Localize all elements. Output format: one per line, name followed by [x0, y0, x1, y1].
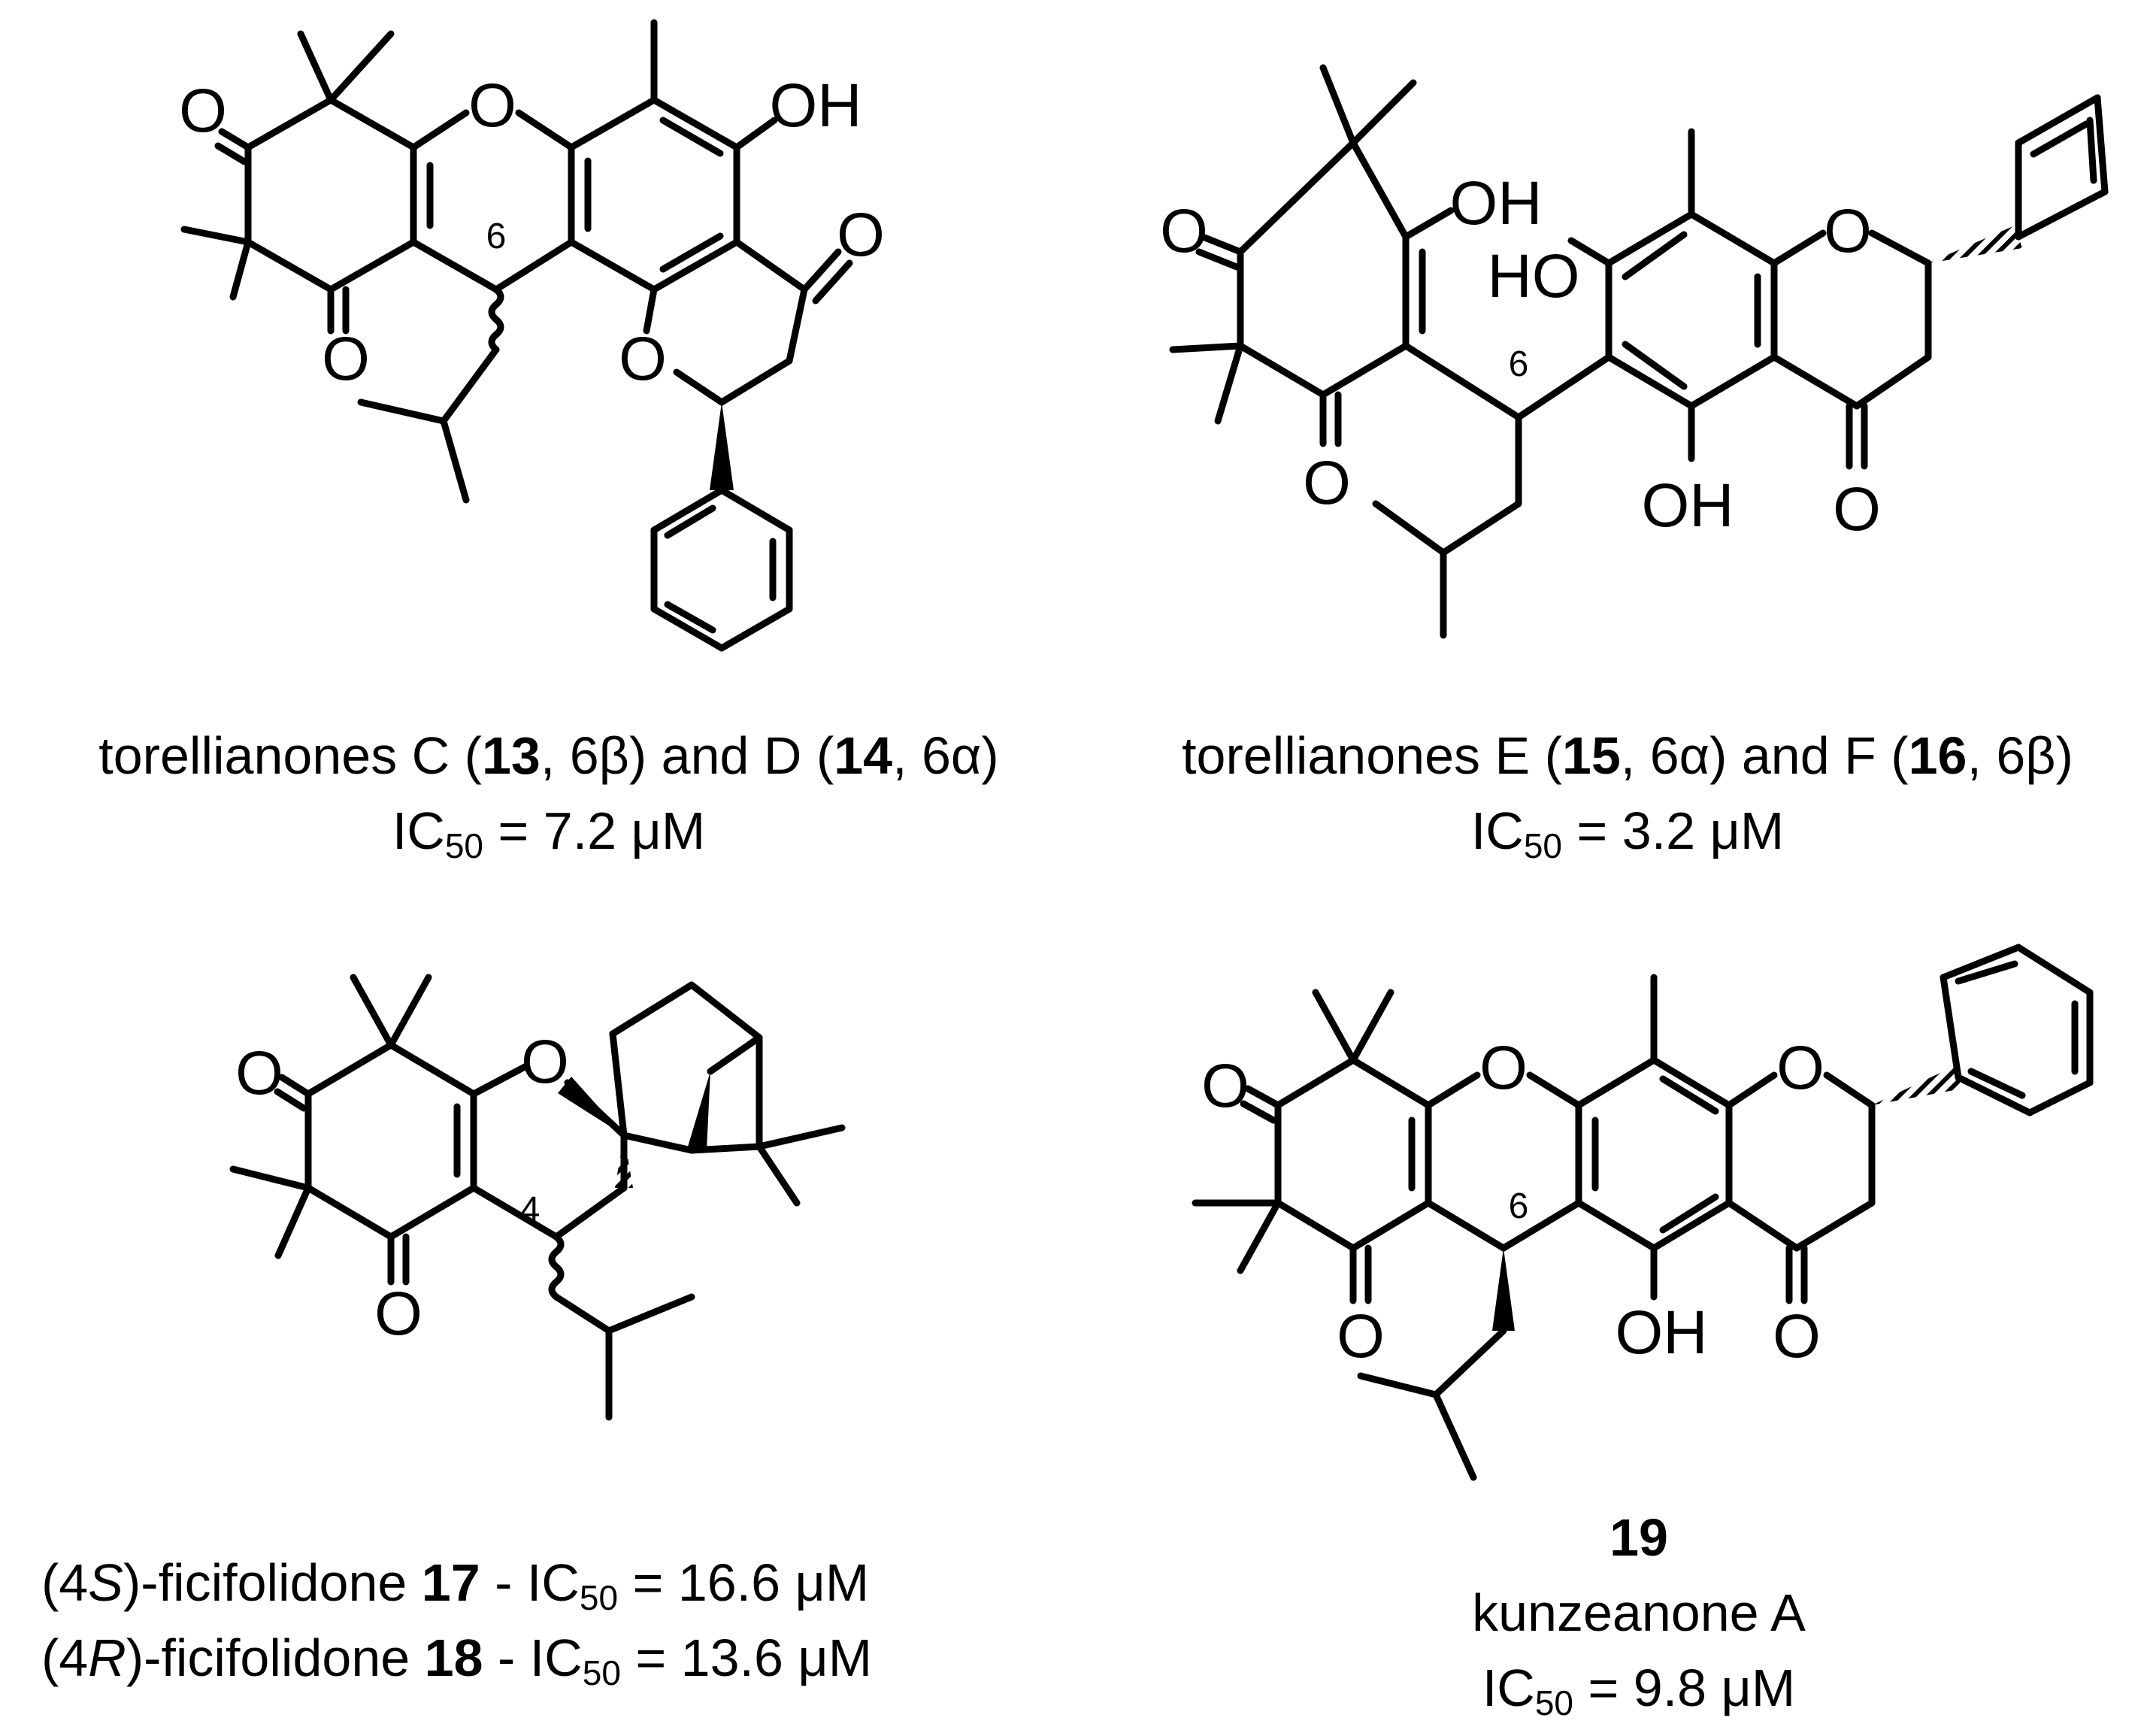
compound-number-15: 15 [1561, 726, 1621, 785]
compound-number-17: 17 [421, 1553, 480, 1612]
caption-19-ic50: IC50 = 9.8 μM [1482, 1659, 1796, 1722]
atom-o-top: O [468, 71, 516, 140]
locant-4: 4 [520, 1190, 541, 1230]
caption-19: 19 kunzeanone A IC50 = 9.8 μM [1278, 1500, 2000, 1725]
caption-15-16-ic50: IC50 = 3.2 μM [1470, 801, 1785, 865]
atom-o-ketone-bottom: O [322, 325, 370, 393]
atom-o-ring: O [1824, 197, 1872, 265]
caption-15-16: torellianones E (15, 6α) and F (16, 6β) … [1105, 718, 2150, 868]
atom-o-ketone-bottom: O [374, 1280, 422, 1348]
structure-17-18: O O O 4 [229, 974, 846, 1421]
atom-o-ketone-right: O [837, 201, 885, 269]
atom-o-ketone-bottom: O [1337, 1302, 1385, 1371]
atom-o-ring-2: O [1776, 1034, 1824, 1102]
structure-13-14: O O OH O O O 6 [179, 19, 885, 652]
atom-o-ring-1: O [1479, 1034, 1528, 1102]
compound-number-13: 13 [481, 726, 541, 785]
atom-o-ring: O [521, 1028, 569, 1096]
caption-13-14: torellianones C (13, 6β) and D (14, 6α) … [23, 718, 1075, 868]
locant-6: 6 [486, 217, 507, 256]
caption-18: (4R)-ficifolidone 18 - IC50 = 13.6 μM [41, 1628, 873, 1692]
atom-o-ketone-right: O [1833, 475, 1881, 544]
locant-6: 6 [1509, 344, 1529, 384]
caption-15-16-names: torellianones E (15, 6α) and F (16, 6β) [1182, 726, 2073, 785]
atom-oh-top: OH [1450, 169, 1543, 238]
atom-o-ketone-left: O [235, 1039, 283, 1107]
compound-number-19: 19 [1609, 1508, 1668, 1567]
atom-o-ring: O [619, 325, 667, 393]
structure-15-16: O OH HO O O OH O 6 [1160, 64, 2109, 639]
caption-17: (4S)-ficifolidone 17 - IC50 = 16.6 μM [41, 1553, 870, 1617]
compound-number-18: 18 [424, 1628, 483, 1687]
atom-ho: HO [1488, 242, 1580, 311]
atom-o-ketone-left: O [179, 77, 227, 145]
compound-number-16: 16 [1908, 726, 1967, 785]
atom-o-ketone-left: O [1160, 197, 1208, 265]
caption-13-14-ic50: IC50 = 7.2 μM [392, 801, 706, 865]
compound-name-19: kunzeanone A [1472, 1583, 1806, 1642]
atom-o-ketone-right: O [1773, 1302, 1821, 1371]
atom-oh: OH [1616, 1298, 1708, 1367]
atom-o-ketone-left: O [1201, 1052, 1249, 1120]
atom-o-ketone-bottom: O [1303, 449, 1351, 517]
structure-19: O O O O OH O 6 [1192, 944, 2094, 1481]
caption-13-14-names: torellianones C (13, 6β) and D (14, 6α) [98, 726, 999, 785]
atom-oh: OH [770, 71, 862, 140]
compound-number-14: 14 [834, 726, 893, 785]
locant-6: 6 [1509, 1186, 1529, 1226]
caption-17-18: (4S)-ficifolidone 17 - IC50 = 16.6 μM (4… [15, 1545, 1067, 1695]
atom-oh-bottom: OH [1642, 471, 1734, 540]
